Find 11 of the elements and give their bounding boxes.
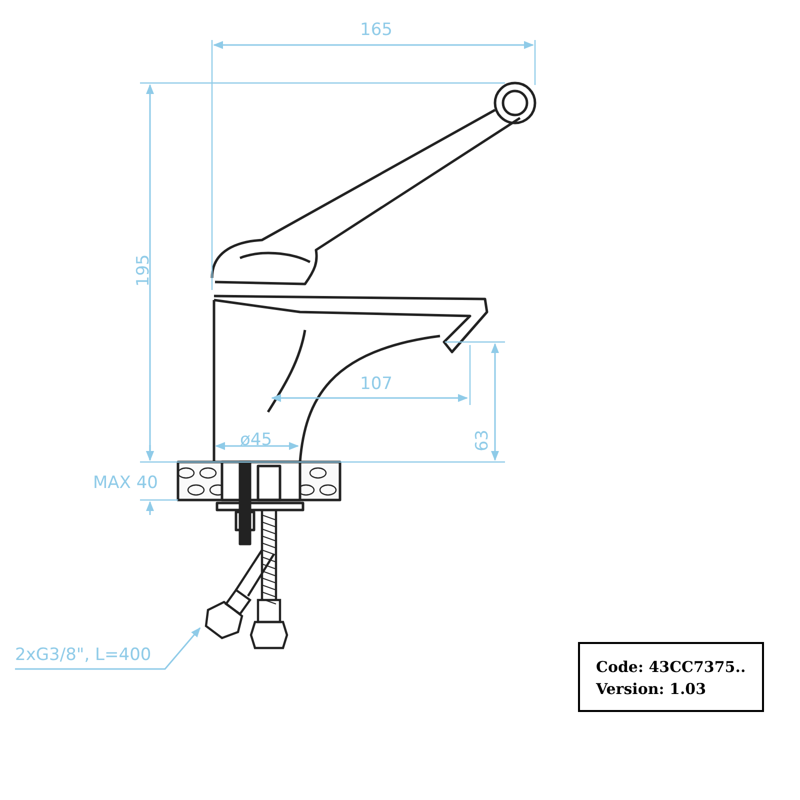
dimension-label: ø45 (240, 432, 272, 449)
dimension-label: 107 (360, 376, 392, 393)
leader-line (15, 627, 201, 670)
dimension-label: 165 (360, 22, 392, 39)
dimension-label: 63 (474, 430, 492, 452)
info-box (578, 642, 764, 712)
code-text: Code: 43CC7375.. (596, 657, 746, 678)
dimension-label: MAX 40 (93, 475, 158, 492)
version-text: Version: 1.03 (596, 679, 708, 700)
dimension-label: 195 (136, 254, 153, 287)
callout-text: 2xG3/8", L=400 (15, 645, 152, 665)
